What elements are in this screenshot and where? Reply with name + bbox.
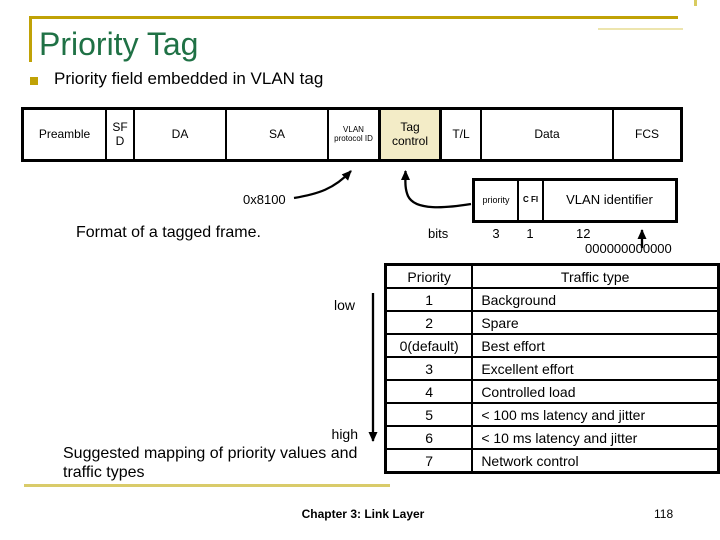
bits-label: bits [428, 226, 449, 241]
cell-traffic: Background [471, 287, 720, 312]
table-row: 6 < 10 ms latency and jitter [384, 425, 720, 450]
bit-width-vlan-id: 12 [576, 226, 591, 241]
frame-field-fcs: FCS [635, 126, 659, 141]
cell-traffic: < 10 ms latency and jitter [471, 425, 720, 450]
frame-field-preamble: Preamble [24, 110, 107, 159]
table-row: 0(default) Best effort [384, 333, 720, 358]
slide-title: Priority Tag [39, 26, 199, 62]
cell-traffic: Controlled load [471, 379, 720, 404]
cell-priority: 2 [384, 310, 474, 335]
top-accent-line-pale [598, 28, 683, 30]
frame-field-tl: T/L [442, 110, 482, 159]
cell-priority: 3 [384, 356, 474, 381]
cell-priority: 1 [384, 287, 474, 312]
cell-traffic: Network control [471, 448, 720, 474]
title-accent-bar [29, 16, 32, 62]
tag-control-arrow [400, 170, 472, 209]
footer-chapter: Chapter 3: Link Layer [301, 507, 425, 521]
cell-priority: 5 [384, 402, 474, 427]
tag-control-detail-box: priority C FI VLAN identifier [472, 178, 678, 223]
tagged-frame-diagram: Preamble SF D DA SA VLAN protocol ID Tag… [21, 107, 683, 162]
cell-priority: 4 [384, 379, 474, 404]
bottom-accent-line [24, 484, 390, 487]
cell-priority: 7 [384, 448, 474, 474]
bullet-square-icon [30, 77, 38, 85]
frame-field-tag-control: Tag control [381, 110, 442, 159]
frame-field-sa: SA [227, 110, 329, 159]
cell-traffic: < 100 ms latency and jitter [471, 402, 720, 427]
header-traffic-type: Traffic type [471, 263, 720, 289]
table-header-row: Priority Traffic type [384, 263, 720, 289]
bullet-text: Priority field embedded in VLAN tag [54, 69, 324, 88]
detail-field-cfi: C FI [519, 181, 544, 220]
table-row: 3 Excellent effort [384, 356, 720, 381]
table-row: 4 Controlled load [384, 379, 720, 404]
protocol-id-value: 0x8100 [243, 192, 286, 207]
bit-width-cfi: 1 [526, 226, 534, 241]
frame-field-sfd: SF D [107, 110, 135, 159]
bit-width-priority: 3 [492, 226, 500, 241]
cell-priority: 0(default) [384, 333, 474, 358]
table-caption: Suggested mapping of priority values and… [63, 445, 358, 482]
detail-field-priority: priority [475, 181, 519, 220]
detail-field-vlan-identifier: VLAN identifier [566, 192, 653, 208]
table-row: 7 Network control [384, 448, 720, 474]
frame-field-da: DA [135, 110, 227, 159]
table-row: 1 Background [384, 287, 720, 312]
priority-mapping-table: Priority Traffic type 1 Background 2 Spa… [384, 263, 720, 474]
protocol-id-arrow [293, 170, 352, 200]
cell-traffic: Spare [471, 310, 720, 335]
frame-caption: Format of a tagged frame. [76, 224, 261, 241]
frame-field-data: Data [482, 110, 614, 159]
vlan-id-value: 000000000000 [585, 241, 672, 256]
scale-low-label: low [333, 297, 355, 313]
table-row: 5 < 100 ms latency and jitter [384, 402, 720, 427]
header-priority: Priority [384, 263, 474, 289]
footer-page-number: 118 [654, 507, 674, 521]
frame-field-vlan-protocol-id: VLAN protocol ID [329, 110, 381, 159]
top-right-tick [694, 0, 697, 6]
cell-traffic: Best effort [471, 333, 720, 358]
top-accent-line [30, 16, 678, 19]
cell-priority: 6 [384, 425, 474, 450]
table-row: 2 Spare [384, 310, 720, 335]
scale-high-label: high [331, 426, 358, 442]
cell-traffic: Excellent effort [471, 356, 720, 381]
